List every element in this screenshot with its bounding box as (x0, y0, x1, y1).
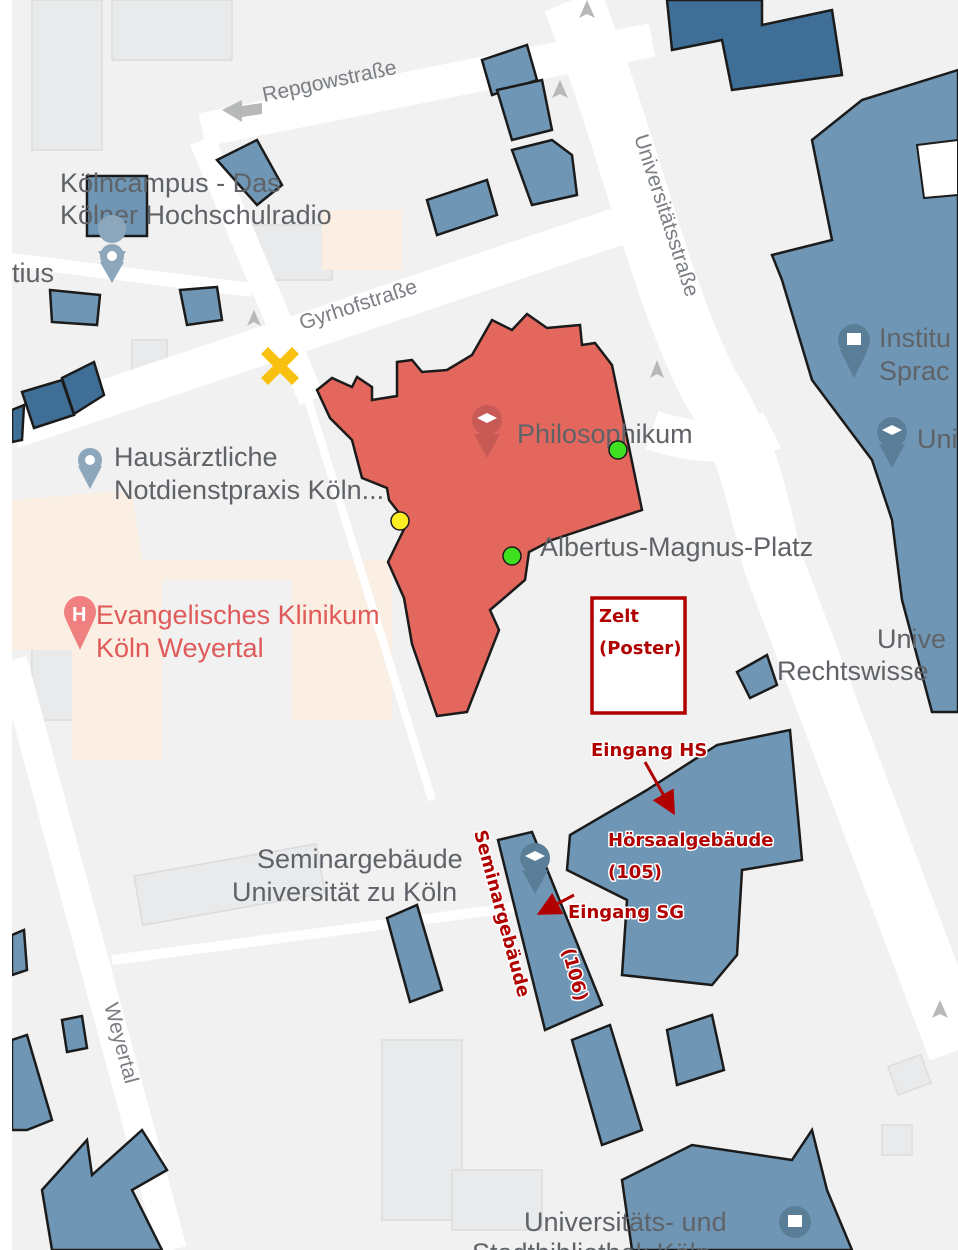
institut-label-2: Sprac (879, 356, 950, 386)
ub-label-2: Stadtbibliothek Köln (472, 1238, 711, 1250)
rechtswiss-label-2: Rechtswisse (777, 656, 929, 686)
zelt-label-2: (Poster) (599, 638, 681, 659)
hoersaal-label-2: (105) (608, 862, 662, 883)
eingang-sg-arrow (536, 892, 575, 915)
klinikum-label-1: Evangelisches Klinikum (96, 600, 380, 630)
albertus-magnus-platz-label: Albertus-Magnus-Platz (540, 532, 813, 562)
entrance-dot-green[interactable] (502, 546, 522, 566)
hospital-h-icon[interactable]: H (64, 596, 96, 650)
hausarzt-label-2: Notdienstpraxis Köln... (114, 475, 384, 505)
seminargebaeude-label-2: Universität zu Köln (232, 877, 457, 907)
institut-label-1: Institu (879, 323, 951, 353)
direction-arrows (222, 0, 948, 1018)
entrance-dot-yellow[interactable] (390, 511, 410, 531)
hoersaal-label-1: Hörsaalgebäude (608, 830, 774, 851)
gray-blocks (31, 0, 933, 1231)
hospital-area (12, 210, 402, 760)
klinikum-label-2: Köln Weyertal (96, 633, 264, 663)
map-pin-icon[interactable] (98, 215, 127, 283)
graduation-cap-icon[interactable] (472, 405, 502, 458)
ub-label-1: Universitäts- und (524, 1207, 727, 1237)
x-marker-icon[interactable] (261, 347, 299, 385)
koelncampus-label-1: Kölncampus - Das (60, 168, 281, 198)
graduation-cap-icon[interactable] (520, 843, 550, 894)
zelt-label-1: Zelt (599, 606, 639, 627)
eingang-sg-label: Eingang SG (568, 902, 684, 923)
campus-map[interactable]: Kölncampus - Das Kölner Hochschulradio t… (12, 0, 958, 1250)
eingang-hs-arrow (643, 761, 675, 816)
tius-label: tius (12, 258, 54, 288)
eingang-hs-label: Eingang HS (591, 740, 707, 761)
book-icon[interactable] (838, 324, 870, 378)
uni-label: Uni (917, 424, 958, 454)
rechtswiss-label-1: Unive (877, 624, 946, 654)
entrance-dot-green[interactable] (608, 440, 628, 460)
svg-text:H: H (72, 604, 86, 626)
book-icon[interactable] (779, 1206, 811, 1238)
philosophikum-label: Philosophikum (517, 419, 693, 449)
zelt-tent-area[interactable] (590, 596, 687, 715)
graduation-cap-icon[interactable] (877, 417, 907, 468)
hausarzt-label-1: Hausärztliche (114, 442, 278, 472)
buildings (12, 0, 958, 1250)
seminargebaeude-label-1: Seminargebäude (257, 844, 463, 874)
place-labels: Kölncampus - Das Kölner Hochschulradio t… (12, 168, 958, 1250)
map-pin-icon[interactable] (78, 448, 102, 489)
